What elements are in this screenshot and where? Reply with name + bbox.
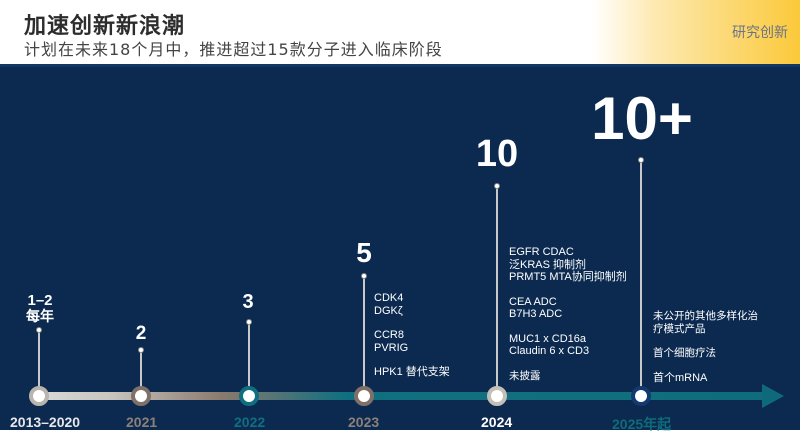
stem-dot	[361, 273, 367, 279]
stem	[248, 323, 250, 393]
arrow-head-icon	[762, 384, 784, 408]
count-2021: 2	[135, 323, 147, 344]
node-2022[interactable]	[239, 386, 259, 406]
year-label: 2021	[126, 414, 158, 430]
list-item: CDK4	[374, 292, 404, 304]
section-tag: 研究创新	[732, 25, 788, 41]
stem	[38, 331, 40, 393]
year-label: 2022	[234, 414, 266, 430]
stem-dot	[246, 319, 252, 325]
list-item: EGFR CDAC	[509, 246, 574, 258]
year-label: 2023	[348, 414, 380, 430]
page-title: 加速创新新浪潮	[24, 13, 186, 39]
list-item: DGKζ	[374, 304, 403, 317]
stem	[140, 351, 142, 393]
timeline-track	[39, 392, 769, 400]
count-sub: 每年	[26, 309, 54, 325]
list-gap	[374, 317, 450, 329]
stem-dot	[36, 327, 42, 333]
count-2023: 5	[356, 237, 372, 268]
list-item: PVRIG	[374, 341, 409, 354]
count-value: 1–2	[27, 292, 53, 309]
year-label: 2024	[481, 414, 513, 430]
header: 加速创新新浪潮 计划在未来18个月中，推进超过15款分子进入临床阶段 研究创新	[0, 0, 800, 64]
stem-dot	[494, 183, 500, 189]
stem-dot	[638, 157, 644, 163]
list-item: CCR8	[374, 329, 404, 341]
stem-dot	[138, 347, 144, 353]
list-item: 未公开的其他多样化治	[653, 310, 758, 322]
list-item: Claudin 6 x CD3	[509, 345, 590, 357]
list-item: PRMT5 MTA协同抑制剂	[509, 271, 627, 283]
list-gap	[653, 335, 758, 347]
count-2025: 10+	[591, 85, 693, 152]
year-label: 2013–2020	[10, 414, 81, 430]
list-gap	[374, 354, 450, 366]
node-2023[interactable]	[354, 386, 374, 406]
page-subtitle: 计划在未来18个月中，推进超过15款分子进入临床阶段	[24, 40, 443, 59]
list-gap	[509, 321, 627, 333]
list-item: 泛KRAS 抑制剂	[509, 258, 587, 271]
node-2021[interactable]	[131, 386, 151, 406]
list-gap	[509, 284, 627, 296]
list-item: CEA ADC	[509, 295, 557, 308]
list-item: MUC1 x CD16a	[509, 332, 587, 345]
list-item: 未披露	[509, 369, 541, 382]
node-2025[interactable]	[631, 386, 651, 406]
list-gap	[653, 360, 758, 372]
node-2013-2020[interactable]	[29, 386, 49, 406]
list-item: 首个mRNA	[653, 371, 708, 384]
year-label: 2025年起	[612, 416, 672, 432]
count-2022: 3	[242, 291, 254, 313]
list-item: HPK1 替代支架	[374, 366, 450, 378]
count-2024: 10	[475, 133, 519, 175]
list-item: 疗模式产品	[653, 322, 706, 335]
list-item: B7H3 ADC	[509, 308, 563, 320]
node-2024[interactable]	[487, 386, 507, 406]
stem	[640, 161, 642, 393]
list-item: 首个细胞疗法	[653, 347, 716, 359]
stem	[363, 277, 365, 393]
list-gap	[509, 358, 627, 370]
stem	[496, 187, 498, 393]
molecule-list-2025: 未公开的其他多样化治疗模式产品首个细胞疗法首个mRNA	[653, 310, 758, 384]
